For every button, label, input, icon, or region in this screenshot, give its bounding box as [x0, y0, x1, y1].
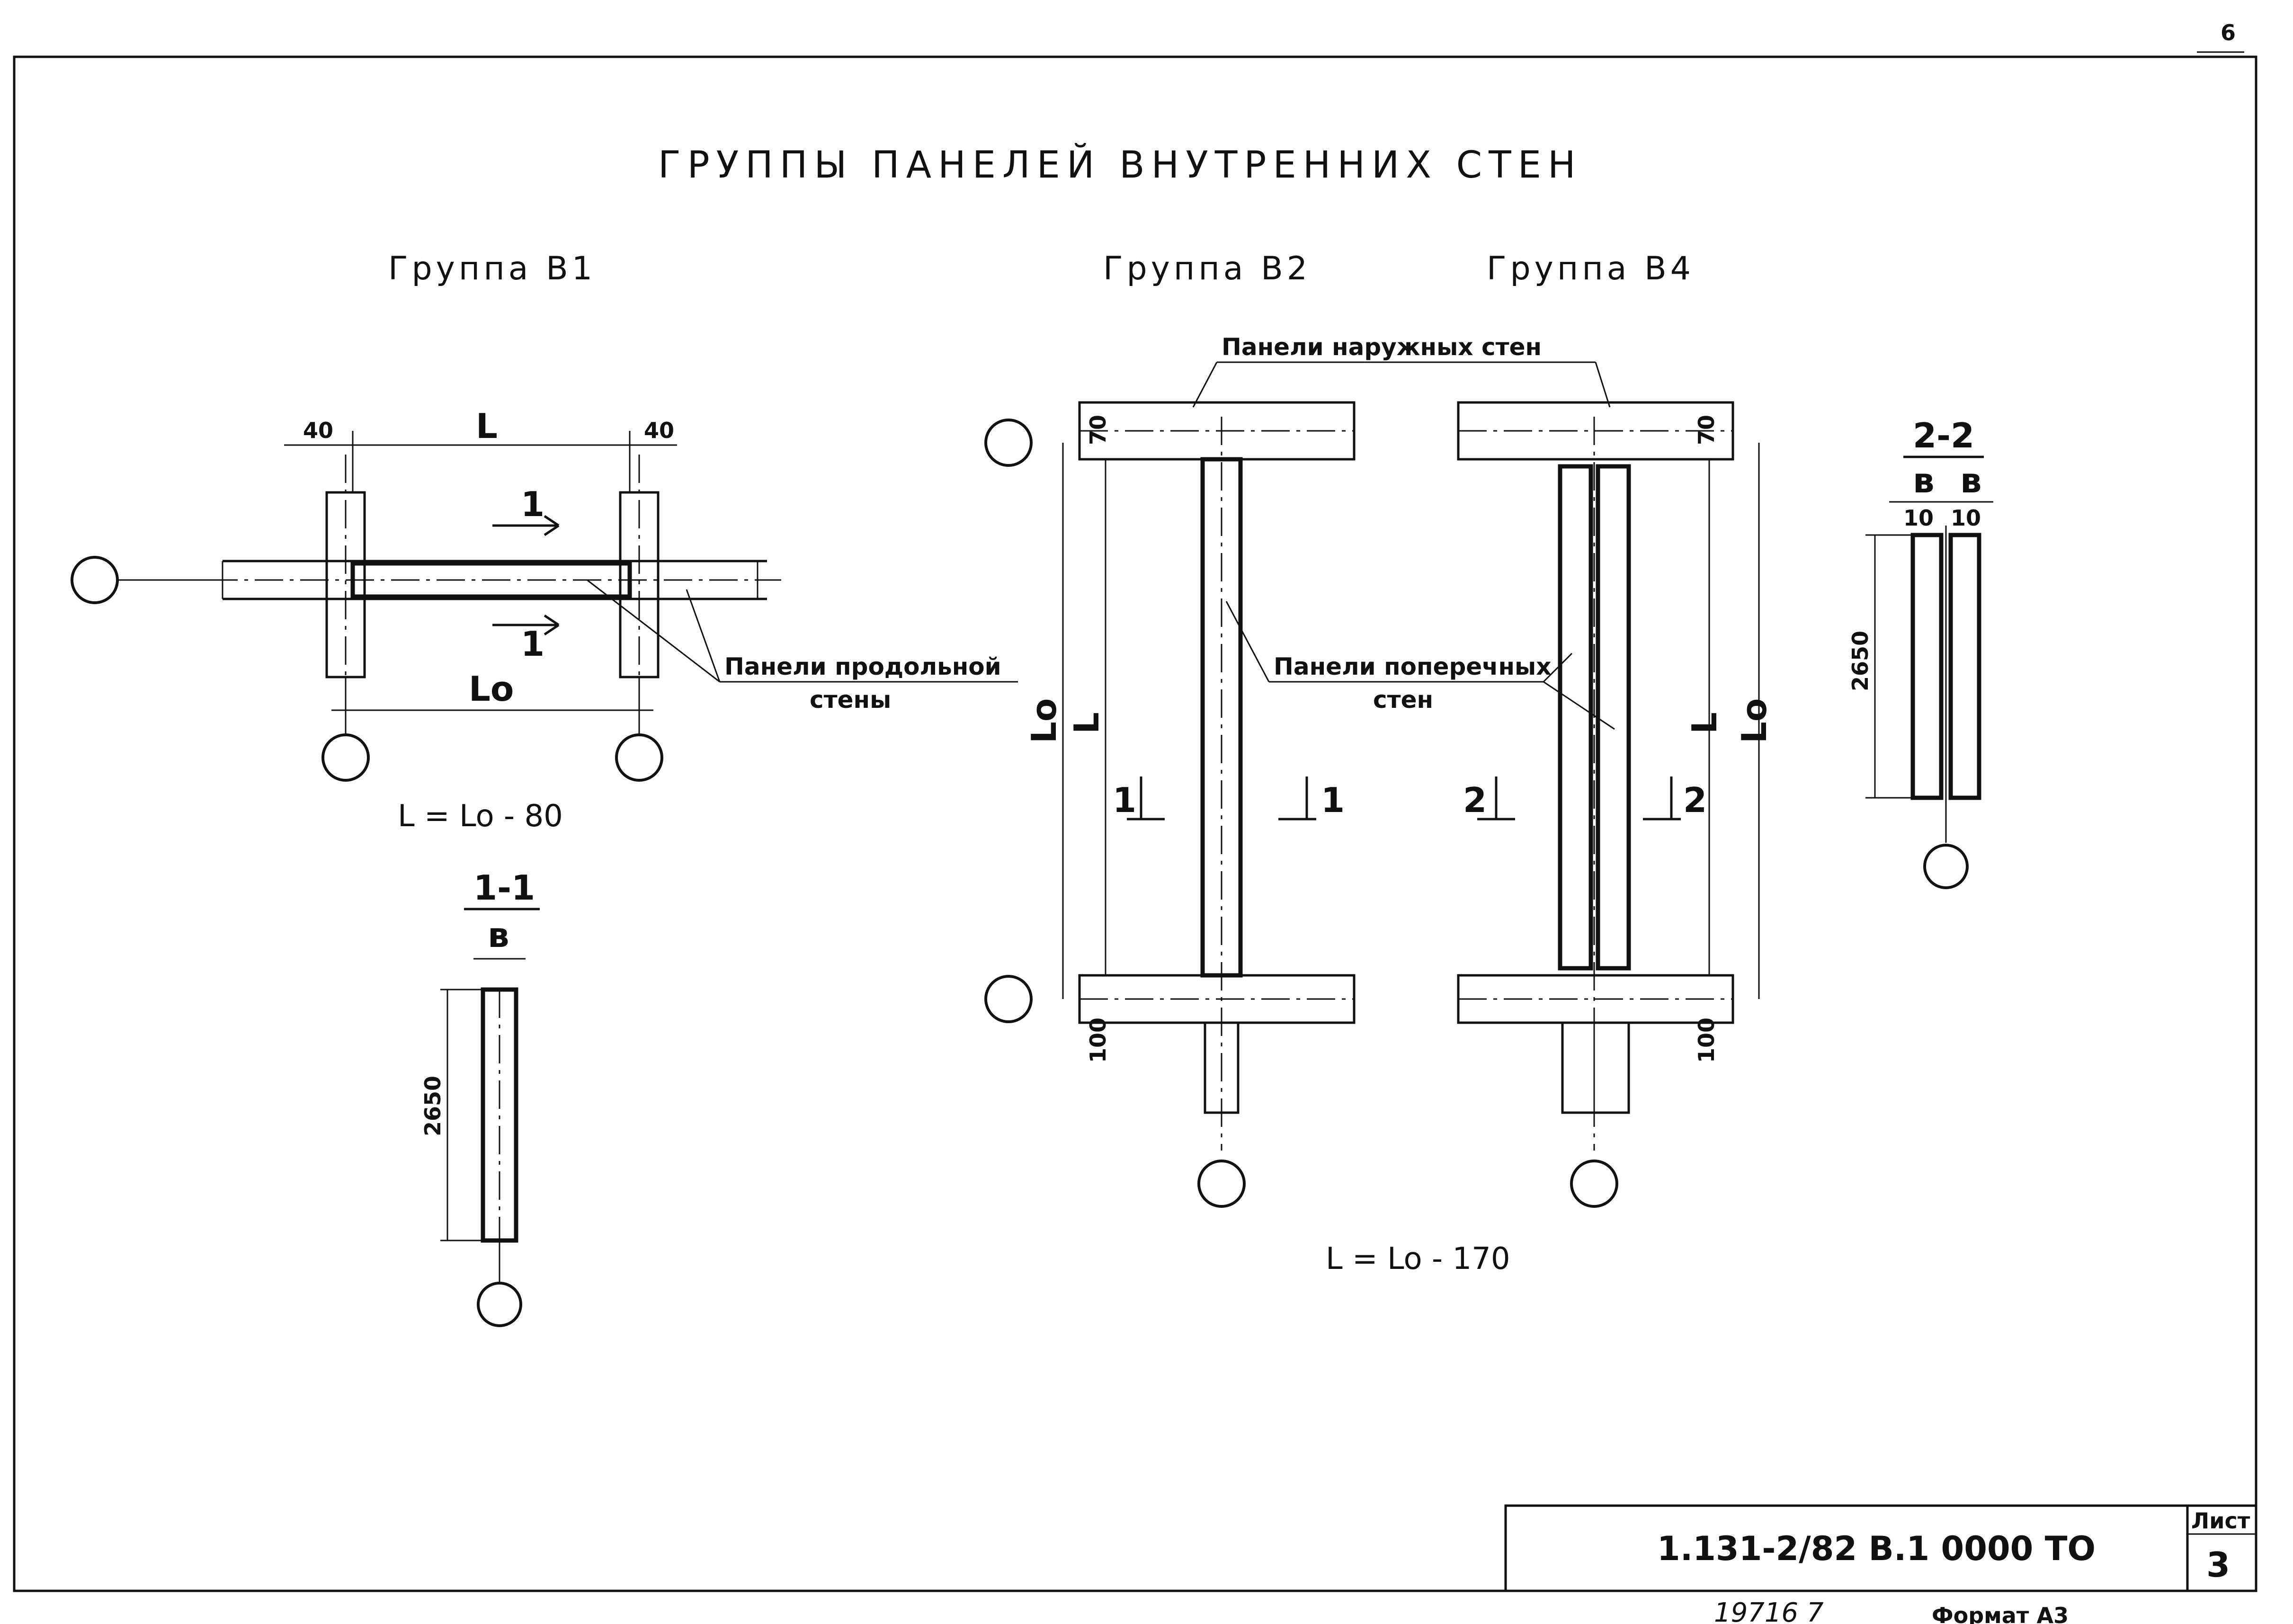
axis-bubble — [477, 1282, 522, 1327]
group-b1-plan: 40 40 L Lo 1 1 Панели продольной стены L… — [71, 406, 1018, 834]
drawing-title: ГРУППЫ ПАНЕЛЕЙ ВНУТРЕННИХ СТЕН — [658, 143, 1582, 187]
section-1-1-thickness: в — [488, 915, 509, 955]
document-code: 1.131-2/82 В.1 0000 ТО — [1657, 1529, 2096, 1568]
dim-100-b2: 100 — [1085, 1017, 1111, 1063]
sheet-format: Формат А3 — [1932, 1603, 2069, 1624]
axis-bubble — [1570, 1160, 1618, 1208]
dim-40-right: 40 — [644, 418, 674, 443]
page-number: 6 — [2221, 20, 2236, 45]
section-mark: 2 — [1683, 780, 1707, 820]
axis-bubble — [984, 419, 1033, 467]
sheet-frame — [13, 55, 2257, 1592]
section-mark: 1 — [521, 484, 544, 524]
section-1-1-height: 2650 — [420, 1076, 446, 1136]
axis-bubble — [615, 733, 663, 782]
section-2-2: 2-2 в в 10 10 2650 — [1847, 416, 1993, 889]
axis-bubble — [984, 975, 1033, 1023]
group-b2-label: Группа В2 — [1103, 250, 1311, 287]
dim-lo-b2: Lo — [1024, 698, 1064, 743]
group-b1-label: Группа В1 — [388, 250, 596, 287]
sheet-label: Лист — [2191, 1508, 2250, 1534]
dim-l-b4: L — [1685, 712, 1724, 734]
inventory-number: 19716 7 — [1714, 1597, 1824, 1624]
group-b4-label: Группа В4 — [1487, 250, 1695, 287]
dim-70-b2: 70 — [1085, 415, 1111, 445]
callout-longitudinal-line2: стены — [810, 686, 891, 714]
axis-bubble — [71, 556, 119, 604]
dim-100-b4: 100 — [1694, 1017, 1719, 1063]
axis-bubble — [321, 733, 370, 782]
section-mark: 2 — [1463, 780, 1487, 820]
callout-cross-walls: Панели поперечных стен — [1225, 601, 1615, 730]
section-2-2-thickness-left: в — [1913, 461, 1935, 500]
title-block: 1.131-2/82 В.1 0000 ТО Лист 3 — [1504, 1504, 2257, 1592]
dim-lo: Lo — [469, 669, 514, 709]
group-b4-plan: L Lo 70 100 2 2 — [1457, 401, 1774, 1208]
section-mark: 1 — [1321, 780, 1345, 820]
dim-70-b4: 70 — [1694, 415, 1719, 445]
dim-lo-b4: Lo — [1734, 698, 1774, 743]
section-2-2-gap-right: 10 — [1951, 505, 1981, 531]
dim-l-b2: L — [1067, 712, 1106, 734]
group-b2-plan: Панели наружных стен Lo L 70 100 1 1 — [984, 333, 1611, 1208]
dim-40-left: 40 — [303, 418, 333, 443]
sheet-number: 3 — [2206, 1545, 2230, 1585]
section-2-2-height: 2650 — [1847, 631, 1873, 691]
section-mark: 1 — [1113, 780, 1136, 820]
callout-longitudinal-line1: Панели продольной — [724, 653, 1001, 680]
dim-l: L — [476, 406, 498, 446]
formula-b2-b4: L = Lo - 170 — [1326, 1241, 1510, 1276]
section-2-2-thickness-right: в — [1960, 461, 1982, 500]
section-1-1: 1-1 в 2650 — [420, 868, 540, 1327]
section-mark: 1 — [521, 624, 544, 664]
callout-cross-walls-line2: стен — [1373, 686, 1433, 714]
callout-outer-walls: Панели наружных стен — [1222, 333, 1542, 361]
axis-bubble — [1197, 1160, 1246, 1208]
axis-bubble — [1923, 844, 1969, 889]
section-2-2-gap-left: 10 — [1903, 505, 1934, 531]
callout-cross-walls-line1: Панели поперечных — [1274, 653, 1552, 680]
section-1-1-label: 1-1 — [473, 868, 535, 908]
section-2-2-label: 2-2 — [1913, 416, 1974, 455]
formula-b1: L = Lo - 80 — [398, 799, 563, 834]
